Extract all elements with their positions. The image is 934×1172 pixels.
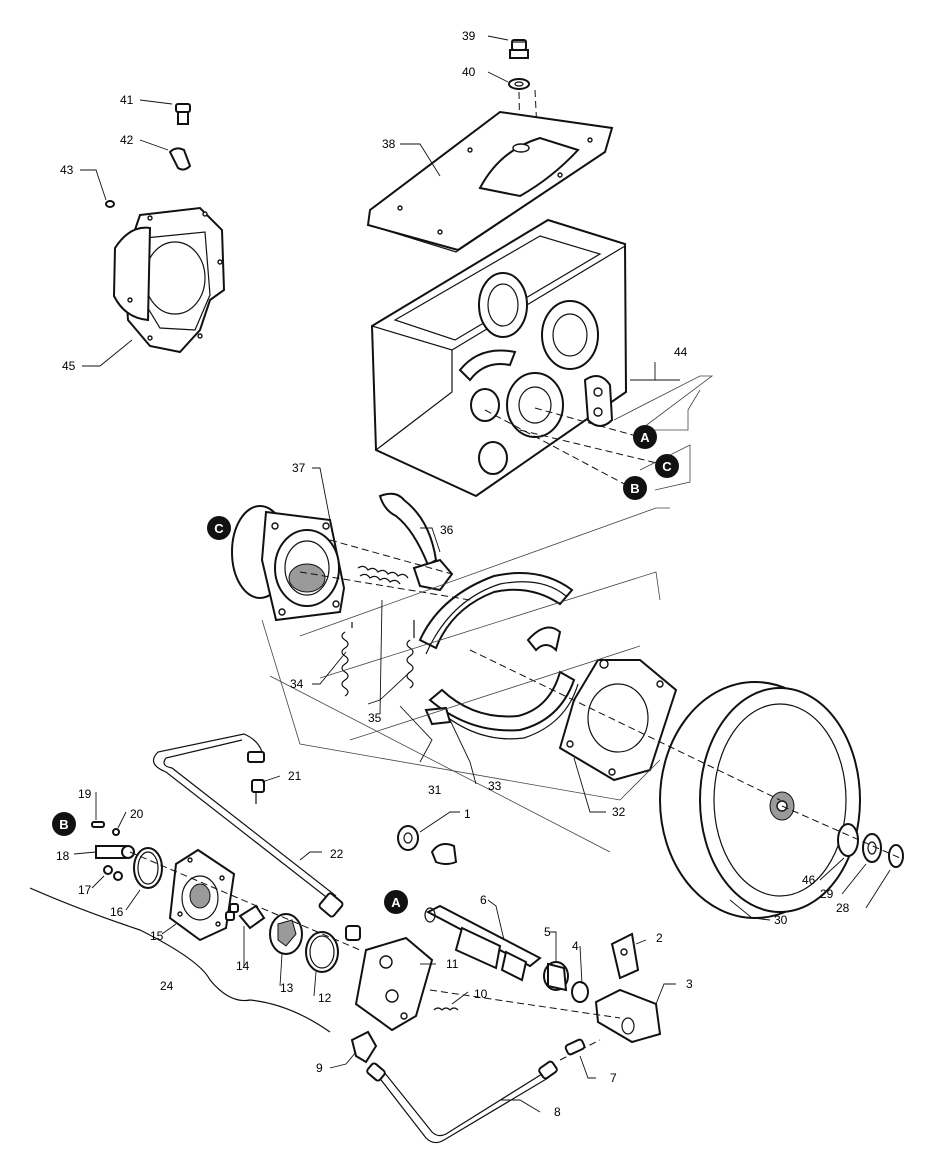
brake-drum-30-drawing	[659, 681, 861, 919]
label-43: 43	[60, 163, 74, 177]
label-33: 33	[488, 779, 502, 793]
label-2: 2	[656, 931, 663, 945]
spring-10-drawing	[433, 1007, 459, 1011]
backing-plate-32-drawing	[558, 659, 678, 782]
label-12: 12	[318, 991, 332, 1005]
part-number-labels: 39 40 41 42 43 38 45 44 37 36 34 35 31 3…	[56, 29, 850, 1119]
brake-shoe-upper-drawing	[418, 572, 574, 655]
spring-upper-drawing	[357, 565, 409, 585]
label-6: 6	[480, 893, 487, 907]
gearbox-housing-44-drawing	[370, 218, 628, 498]
svg-text:B: B	[59, 817, 68, 832]
bracket-2-drawing	[610, 932, 640, 980]
elbow-9-drawing	[350, 1030, 378, 1064]
marker-a-housing: A	[633, 425, 657, 449]
label-19: 19	[78, 787, 92, 801]
label-29: 29	[820, 887, 834, 901]
rotor-14-drawing	[225, 903, 266, 930]
marker-b-housing: B	[623, 476, 647, 500]
label-46: 46	[802, 873, 816, 887]
label-15: 15	[150, 929, 164, 943]
top-cover-38-drawing	[366, 110, 614, 253]
brake-shoe-33-drawing	[424, 670, 579, 740]
label-20: 20	[130, 807, 144, 821]
label-10: 10	[474, 987, 488, 1001]
valve-body-11-drawing	[345, 925, 434, 1032]
svg-text:A: A	[391, 895, 401, 910]
svg-text:A: A	[640, 430, 650, 445]
label-36: 36	[440, 523, 454, 537]
label-11: 11	[446, 957, 459, 971]
oring-16-drawing	[133, 847, 163, 889]
label-31: 31	[428, 783, 442, 797]
label-30: 30	[774, 913, 788, 927]
label-17: 17	[78, 883, 92, 897]
label-21: 21	[288, 769, 302, 783]
pin-43-drawing	[105, 200, 115, 208]
svg-text:B: B	[630, 481, 639, 496]
section-boundary-24	[29, 887, 331, 1033]
flange-37-drawing	[231, 505, 346, 622]
label-40: 40	[462, 65, 476, 79]
label-39: 39	[462, 29, 476, 43]
tube-end-22-drawing	[318, 892, 344, 918]
elbow-42-drawing	[168, 147, 192, 171]
cover-15-drawing	[168, 848, 236, 942]
marker-c-housing: C	[655, 454, 679, 478]
fitting-21-drawing	[247, 751, 265, 804]
marker-a-piston: A	[384, 890, 408, 914]
shaft-18-drawing	[95, 845, 135, 859]
washer-40-drawing	[508, 78, 530, 90]
pins-17-20-drawing	[91, 821, 123, 881]
label-14: 14	[236, 959, 250, 973]
label-1: 1	[464, 807, 471, 821]
label-37: 37	[292, 461, 306, 475]
label-45: 45	[62, 359, 76, 373]
spring-35-drawing	[406, 620, 415, 689]
marker-b-shaft: B	[52, 812, 76, 836]
label-34: 34	[290, 677, 304, 691]
plug-39-drawing	[509, 39, 529, 59]
marker-c-flange: C	[207, 516, 231, 540]
brake-pipe-22-drawing	[152, 733, 337, 901]
svg-text:C: C	[662, 459, 672, 474]
label-22: 22	[330, 847, 344, 861]
brake-pipe-8-drawing	[366, 1060, 558, 1144]
label-35: 35	[368, 711, 382, 725]
oring-12-drawing	[305, 931, 339, 973]
label-13: 13	[280, 981, 294, 995]
leader-lines	[73, 35, 891, 1113]
cam-lever-36-drawing	[378, 492, 454, 592]
label-41: 41	[120, 93, 134, 107]
plug-1-drawing	[397, 825, 458, 865]
plug-41-drawing	[175, 103, 191, 125]
ring-13-drawing	[269, 913, 303, 955]
side-cover-45-drawing	[112, 206, 226, 354]
label-3: 3	[686, 977, 693, 991]
piston-6-drawing	[424, 904, 542, 982]
label-4: 4	[572, 939, 579, 953]
label-8: 8	[554, 1105, 561, 1119]
sleeve-5-drawing	[543, 961, 569, 992]
fitting-7-drawing	[564, 1038, 586, 1056]
label-7: 7	[610, 1071, 617, 1085]
label-16: 16	[110, 905, 124, 919]
label-18: 18	[56, 849, 70, 863]
label-5: 5	[544, 925, 551, 939]
label-38: 38	[382, 137, 396, 151]
label-28: 28	[836, 901, 850, 915]
label-24: 24	[160, 979, 174, 993]
label-42: 42	[120, 133, 134, 147]
label-9: 9	[316, 1061, 323, 1075]
svg-text:C: C	[214, 521, 224, 536]
spring-34-drawing	[341, 622, 353, 697]
label-44: 44	[674, 345, 688, 359]
reservoir-3-drawing	[594, 988, 662, 1044]
label-32: 32	[612, 805, 626, 819]
ring-4-drawing	[571, 981, 589, 1003]
